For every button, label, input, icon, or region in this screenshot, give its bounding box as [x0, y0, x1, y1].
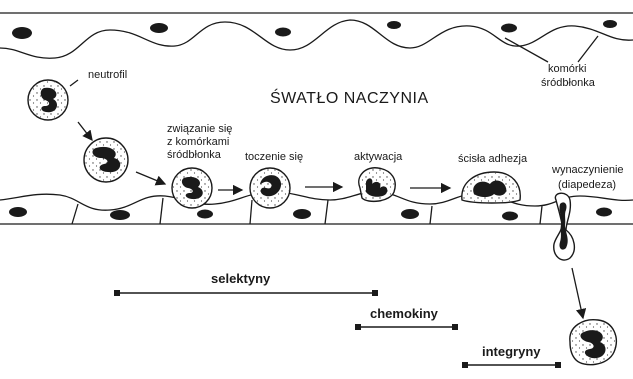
label-binding-3: śródbłonka: [167, 149, 222, 161]
label-adhesion: ścisła adhezja: [458, 153, 528, 165]
label-activation: aktywacja: [354, 151, 403, 163]
arrow: [136, 172, 165, 184]
arrow: [78, 122, 92, 140]
endothelial-nucleus: [9, 207, 27, 217]
label-extravasation-1: wynaczynienie: [551, 164, 624, 176]
lumen-title: ŚWATŁO NACZYNIA: [270, 88, 429, 107]
pointer-line: [505, 38, 548, 62]
lower-endothelium: [0, 192, 633, 224]
endothelial-nucleus: [603, 20, 617, 28]
endothelial-nucleus: [150, 23, 168, 33]
label-chemokines: chemokiny: [370, 306, 439, 321]
neutrophil-rolling: [250, 168, 290, 208]
range-integrins: integryny: [462, 344, 561, 368]
label-rolling: toczenie się: [245, 151, 303, 163]
endothelial-nucleus: [293, 209, 311, 219]
label-integrins: integryny: [482, 344, 541, 359]
neutrophil-diapedesis: [554, 193, 575, 260]
label-endothelial-cells-1: komórki: [548, 63, 587, 75]
endothelial-nucleus: [387, 21, 401, 29]
range-chemokines: chemokiny: [355, 306, 458, 330]
endothelial-nucleus: [275, 28, 291, 37]
label-endothelial-cells-2: śródbłonka: [541, 77, 596, 89]
arrow: [572, 268, 583, 318]
endothelial-nucleus: [110, 210, 130, 220]
endothelial-nucleus: [197, 210, 213, 219]
label-binding-2: z komórkami: [167, 136, 229, 148]
endothelial-nucleus: [401, 209, 419, 219]
pointer-line: [578, 36, 598, 62]
label-extravasation-2: (diapedeza): [558, 179, 616, 191]
neutrophil-binding: [172, 168, 212, 208]
neutrophil-approaching: [84, 138, 128, 182]
upper-endothelium: [0, 13, 633, 58]
endothelial-nucleus: [596, 208, 612, 217]
endothelial-nucleus: [502, 212, 518, 221]
label-neutrophil: neutrofil: [88, 69, 127, 81]
neutrophil-free: [28, 80, 68, 120]
range-selectins: selektyny: [114, 271, 378, 296]
label-binding-1: związanie się: [167, 123, 232, 135]
neutrophil-adhered: [462, 172, 520, 203]
neutrophil-extravasated: [570, 320, 616, 365]
neutrophil-activated: [359, 168, 395, 202]
label-selectins: selektyny: [211, 271, 271, 286]
endothelial-nucleus: [501, 24, 517, 33]
endothelial-nucleus: [12, 27, 32, 39]
pointer-line: [70, 80, 78, 86]
